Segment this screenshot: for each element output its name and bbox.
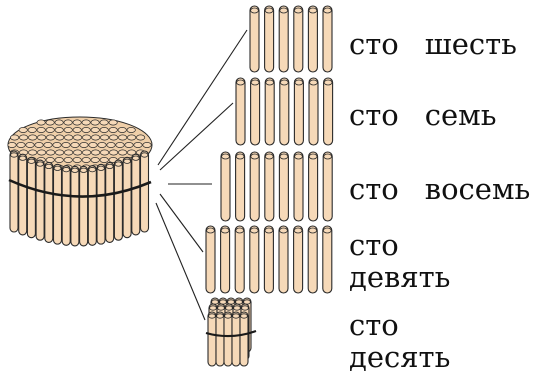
label-107-word-1: сто [349,98,399,132]
stick [264,151,275,222]
connector-line [159,193,204,253]
stick [61,165,71,246]
stick [87,165,97,246]
label-108-word-1: сто [349,172,399,206]
sticks-row-seven [235,77,334,146]
stick [122,156,132,239]
stick [231,311,241,367]
stick [323,77,334,146]
bundle-band [205,329,257,338]
stick [322,151,333,222]
stick [52,163,63,245]
connector-line [157,29,248,166]
stick [308,151,319,222]
label-109: сто девять [349,229,450,293]
label-108: сто восемь [349,175,530,204]
stick [235,77,246,146]
stick [44,161,54,243]
stick [307,5,318,73]
sticks-row-eight [220,151,333,222]
stick [113,159,123,241]
label-110-word-1: сто [349,308,399,342]
stick [215,311,225,367]
stick [250,77,261,146]
bundle-front [9,150,150,247]
stick [293,225,304,294]
stick [26,156,36,239]
bundle-of-ten-sticks [205,297,257,367]
stick [278,151,289,222]
label-107-word-2: семь [424,98,497,132]
stick [249,225,260,294]
stick [9,150,19,233]
stick [139,150,150,233]
stick [234,225,245,294]
label-106-word-1: сто [349,27,399,61]
bundle-of-hundred-sticks [7,116,153,247]
stick [308,77,319,146]
stick [264,5,275,73]
stick [279,77,290,146]
label-110-word-2: десять [349,340,451,374]
stick [249,151,260,222]
stick [220,151,231,222]
stick [96,163,106,245]
sticks-row-six [249,5,333,73]
sticks-row-nine [205,225,333,294]
stick [220,225,231,294]
stick [207,311,217,367]
label-106: сто шесть [349,30,517,59]
stick [18,153,28,236]
stick [322,5,333,73]
label-109-word-1: сто [349,228,399,262]
label-109-word-2: девять [349,260,451,294]
stick [263,225,274,294]
stick [205,225,216,294]
connector-line [155,202,206,321]
stick [239,311,249,367]
stick [293,77,304,146]
stick [278,225,289,294]
stick [131,153,141,236]
stick [293,5,304,73]
stick [293,151,304,222]
label-108-word-2: восемь [424,172,531,206]
stick [79,165,89,247]
stick [235,151,246,222]
stick [264,77,275,146]
connector-lines [155,29,248,321]
stick [35,159,45,241]
label-110: сто десять [349,309,450,373]
stick [70,165,80,247]
stick [322,225,333,294]
stick [278,5,289,73]
label-106-word-2: шесть [424,27,517,61]
connector-line [159,102,234,171]
stick [307,225,318,294]
stick [249,5,260,73]
bundle-band [8,178,152,198]
stick [223,311,233,367]
stick [105,161,115,243]
